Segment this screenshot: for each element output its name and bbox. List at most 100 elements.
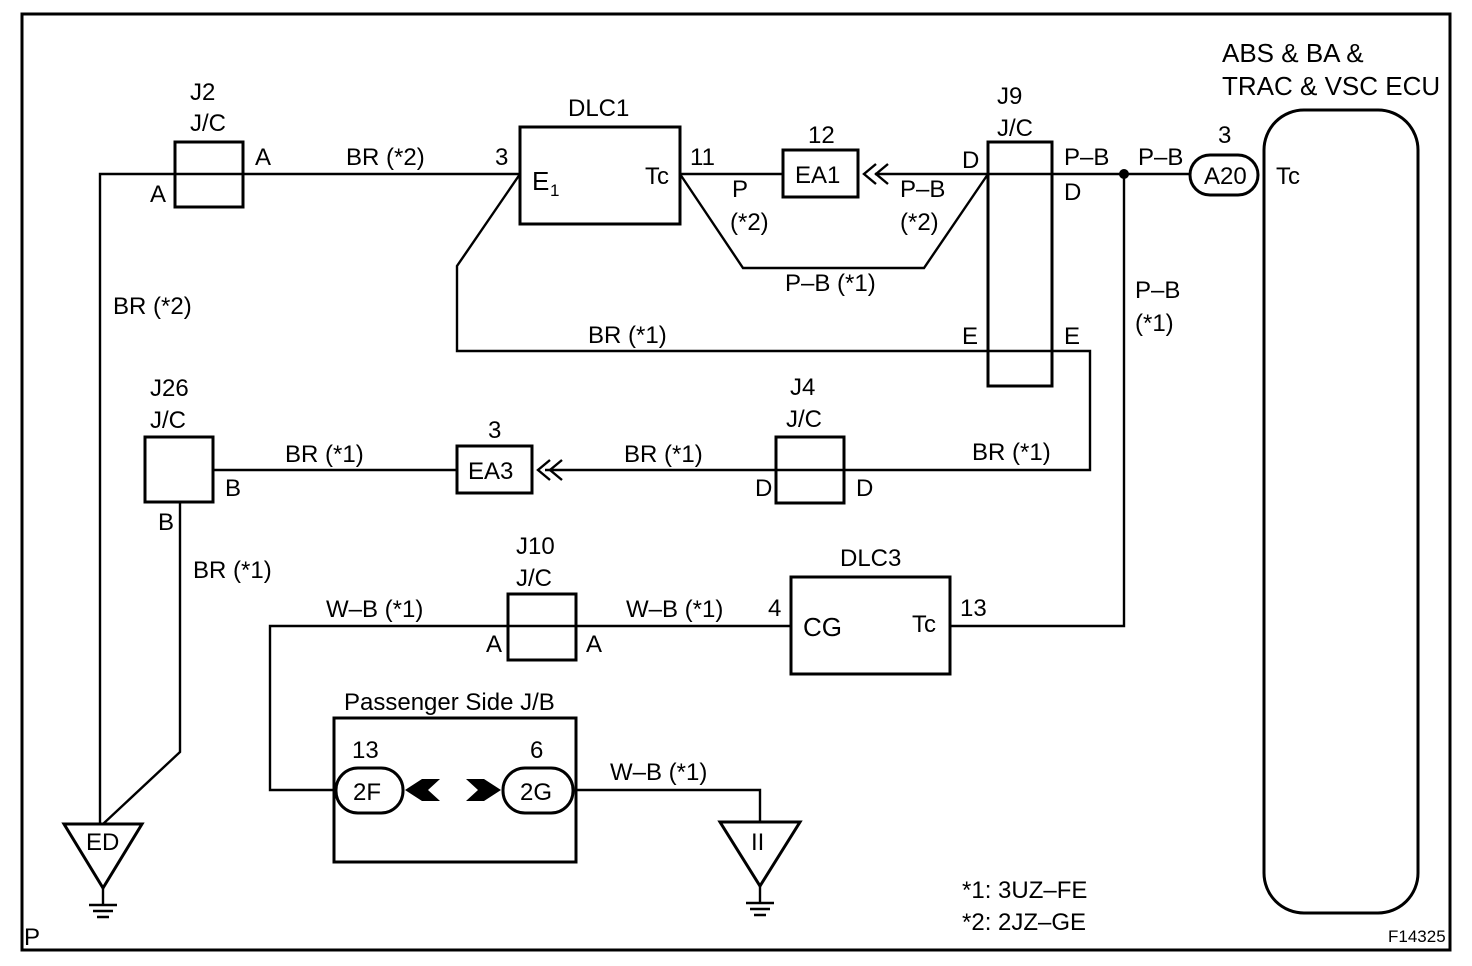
jb-left-arrow-icon (405, 779, 440, 801)
note-2: *2: 2JZ–GE (962, 909, 1086, 936)
dlc3-box (789, 575, 952, 676)
ground-ii-triangle (717, 820, 803, 889)
j26-pin-right: B (225, 475, 241, 502)
ea1-pin: 12 (808, 122, 835, 149)
ecu-title-line1: ABS & BA & (1222, 38, 1364, 68)
dlc3-name: DLC3 (840, 545, 901, 572)
j2-pin-in: A (150, 181, 166, 208)
label-wb1-jb: W–B (*1) (610, 759, 707, 786)
jb-2g-pin: 6 (530, 737, 543, 764)
j26-box (143, 435, 215, 504)
dlc3-num-right: 13 (960, 595, 987, 622)
j26-name: J26 (150, 375, 189, 402)
a20-connector (1188, 153, 1260, 197)
wire-br2-left (98, 172, 175, 824)
j2-type: J/C (190, 110, 226, 137)
ea1-label: EA1 (795, 162, 840, 189)
page-marker: P (24, 924, 40, 951)
ea1-arrow-icon (862, 163, 889, 185)
wire-pb1 (679, 173, 989, 270)
jb-2f-label: 2F (353, 779, 381, 806)
ecu-title-line2: TRAC & VSC ECU (1222, 71, 1440, 101)
label-br1-j26: BR (*1) (285, 441, 364, 468)
label-p: P (732, 176, 748, 203)
ea3-pin: 3 (488, 417, 501, 444)
ground-ii-label: II (751, 829, 764, 856)
j10-type: J/C (516, 565, 552, 592)
ecu-box (1262, 108, 1420, 915)
ground-ed-label: ED (86, 829, 119, 856)
dlc1-box (518, 125, 682, 226)
label-br1-mid: BR (*1) (588, 322, 667, 349)
dlc1-pin-e1-sub: 1 (550, 181, 559, 200)
wire-br1-e1 (455, 173, 988, 353)
wire-wb1-left (268, 624, 508, 792)
j9-pin-e-left: E (962, 323, 978, 350)
ea1-connector (781, 148, 860, 199)
jb-2f-connector (334, 766, 405, 815)
j2-name: J2 (190, 79, 215, 106)
j9-pin-e-right: E (1064, 323, 1080, 350)
label-br2-left: BR (*2) (113, 293, 192, 320)
label-pb1-bottom: P–B (*1) (785, 270, 876, 297)
j9-box (986, 140, 1054, 388)
j9-type: J/C (997, 115, 1033, 142)
wire-br1-right (845, 349, 1092, 472)
ecu-pin-tc: Tc (1276, 163, 1300, 190)
ground-ii-symbol-icon (746, 886, 774, 917)
label-pb-vert-note: (*1) (1135, 310, 1174, 337)
j4-name: J4 (790, 374, 815, 401)
dlc1-pin-e1: E (532, 166, 549, 196)
label-br1-down: BR (*1) (193, 557, 272, 584)
j9-pin-d-left: D (962, 147, 979, 174)
j10-pin-left: A (486, 631, 502, 658)
j4-pin-right: D (856, 475, 873, 502)
j10-pin-right: A (586, 631, 602, 658)
ground-ed-symbol-icon (89, 888, 117, 919)
j9-pin-d-right: D (1064, 179, 1081, 206)
ea3-connector (455, 444, 534, 495)
label-wb1-mid: W–B (*1) (626, 596, 723, 623)
a20-label: A20 (1204, 163, 1247, 190)
j4-pin-left: D (755, 475, 772, 502)
dlc3-pin-tc: Tc (912, 611, 936, 638)
dlc1-num-left: 3 (495, 144, 508, 171)
jb-2g-label: 2G (520, 779, 552, 806)
dlc1-pin-tc: Tc (645, 163, 669, 190)
j4-type: J/C (786, 406, 822, 433)
label-wb1-left: W–B (*1) (326, 596, 423, 623)
dlc1-name: DLC1 (568, 95, 629, 122)
label-p-note: (*2) (730, 209, 769, 236)
label-pb2-note: (*2) (900, 209, 939, 236)
label-br2-top: BR (*2) (346, 144, 425, 171)
splice-point (1119, 169, 1129, 179)
jb-title: Passenger Side J/B (344, 689, 555, 716)
wire-wb1-jb (576, 788, 762, 822)
dlc3-pin-cg: CG (803, 612, 842, 642)
dlc3-num-left: 4 (768, 595, 781, 622)
label-br1-right: BR (*1) (972, 439, 1051, 466)
ea3-label: EA3 (468, 458, 513, 485)
diagram-frame (20, 12, 1452, 952)
j2-pin-out: A (255, 144, 271, 171)
j10-name: J10 (516, 533, 555, 560)
j26-pin-bottom: B (158, 509, 174, 536)
wire-pb-vert (950, 174, 1126, 628)
j9-name: J9 (997, 83, 1022, 110)
label-br1-j4: BR (*1) (624, 441, 703, 468)
label-pb-right1: P–B (1064, 144, 1109, 171)
note-1: *1: 3UZ–FE (962, 877, 1087, 904)
jb-2g-connector (501, 766, 575, 815)
label-pb-right2: P–B (1138, 144, 1183, 171)
jb-right-arrow-icon (466, 779, 501, 801)
figure-id: F14325 (1388, 927, 1446, 946)
label-pb-vert: P–B (1135, 277, 1180, 304)
dlc1-num-right: 11 (690, 144, 715, 171)
label-pb2: P–B (900, 176, 945, 203)
ea3-arrow-icon (536, 459, 563, 481)
a20-pin: 3 (1218, 122, 1231, 149)
j26-type: J/C (150, 407, 186, 434)
ground-ed-triangle (61, 822, 145, 891)
jb-2f-pin: 13 (352, 737, 379, 764)
